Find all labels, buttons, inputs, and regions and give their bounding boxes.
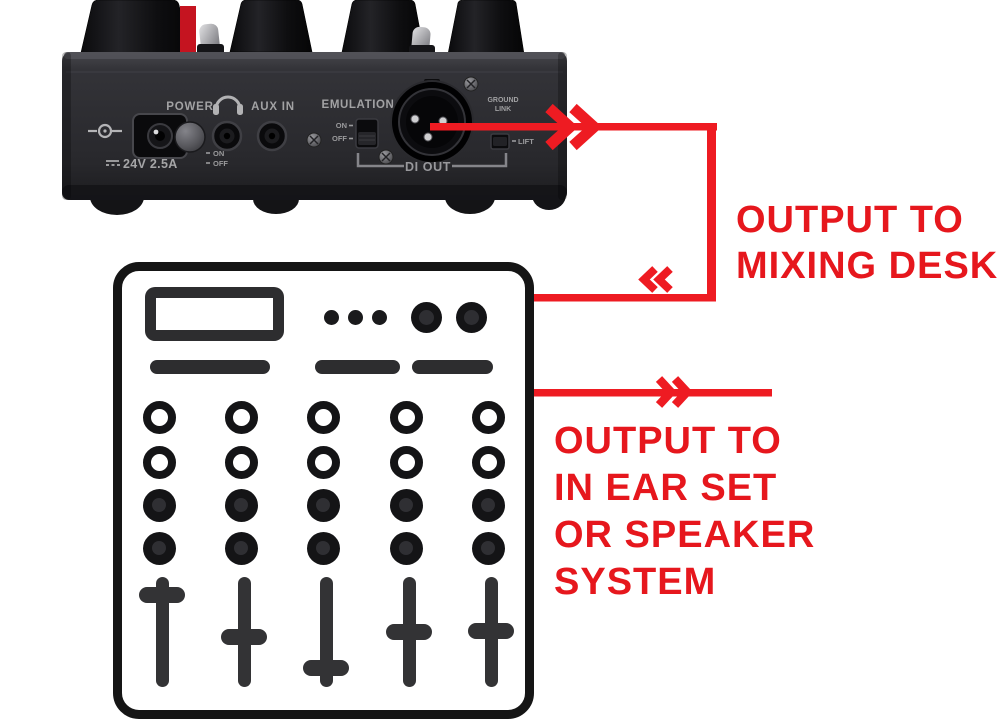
mixer-section-bar (412, 360, 493, 374)
mixer-indicator-dot (348, 310, 363, 325)
mixing-desk-illustration (113, 262, 534, 719)
lift-label: LIFT (518, 137, 534, 146)
chevron-right-icon (655, 376, 693, 408)
mixer-indicator-dot (372, 310, 387, 325)
screw-icon (463, 76, 479, 92)
ground-link-label-line2: LINK (495, 106, 511, 113)
mixer-fader-track (155, 577, 169, 687)
mixer-channel-knob-solid (389, 531, 423, 565)
mixer-fader-handle (303, 659, 349, 676)
mixer-channel-knob-ring (306, 400, 340, 434)
mixer-channel-knob-solid (142, 531, 176, 565)
label-line: IN EAR SET (554, 467, 778, 509)
knob-3 (340, 0, 426, 58)
mixer-channel-knob-ring (471, 445, 505, 479)
label-line: OR SPEAKER (554, 514, 816, 556)
power-off-label: OFF (213, 159, 228, 168)
mixer-fader-track (319, 577, 333, 687)
mixer-channel-knob-ring (389, 400, 423, 434)
knob-2 (229, 0, 313, 53)
emulation-switch (355, 118, 379, 149)
headphone-jack (211, 120, 243, 152)
dc-power-icon (88, 123, 122, 139)
ground-lift-switch (490, 133, 510, 150)
mixer-channel-knob-solid (306, 488, 340, 522)
di-out-bracket (356, 153, 508, 168)
power-rating-label: 24V 2.5A (123, 157, 178, 171)
mixer-fader-handle (221, 628, 267, 645)
mixer-channel-knob-ring (389, 445, 423, 479)
mixer-section-bar (150, 360, 270, 374)
chevron-left-icon (638, 266, 673, 293)
mixer-section-bar (315, 360, 400, 374)
knob-1 (79, 0, 192, 58)
mixer-channel-knob-ring (224, 445, 258, 479)
mixer-channel-knob-solid (224, 488, 258, 522)
emulation-off-label: OFF (332, 134, 347, 143)
route-to-mixing-desk (430, 123, 717, 302)
output-to-mixing-desk-label: OUTPUT TO MIXING DESK (736, 197, 998, 289)
xlr-di-out-connector (390, 79, 474, 164)
headphones-icon (213, 95, 243, 115)
route-to-speakers (534, 389, 772, 397)
mixer-channel-knob-ring (471, 400, 505, 434)
mixer-channel-knob-solid (224, 531, 258, 565)
mixer-channel-knob-solid (471, 531, 505, 565)
mixer-indicator-dot (324, 310, 339, 325)
mixer-channel-knob-solid (389, 488, 423, 522)
mixer-channel-knob-solid (142, 488, 176, 522)
di-out-label: DI OUT (405, 160, 451, 174)
mixer-channel-knob-ring (142, 400, 176, 434)
mixer-master-knob (456, 302, 487, 333)
knob-4 (447, 0, 525, 55)
emulation-label: EMULATION (322, 99, 395, 111)
mixer-channel-knob-solid (471, 488, 505, 522)
mixer-channel-knob-ring (306, 445, 340, 479)
label-line: MIXING DESK (736, 245, 999, 287)
mixer-channel-knob-ring (224, 400, 258, 434)
arrow-right-icon (545, 103, 603, 151)
mixer-fader-handle (139, 587, 185, 604)
screw-icon (306, 132, 322, 148)
label-line: OUTPUT TO (736, 199, 964, 241)
pedal-rear-panel: 24V 2.5A POWER ON OFF AUX IN (62, 0, 567, 215)
power-label: POWER (166, 101, 213, 113)
mixer-display (145, 287, 284, 341)
pedal-knobs (79, 0, 525, 58)
power-on-label: ON (213, 149, 224, 158)
power-button (174, 121, 206, 153)
mixer-master-knob (411, 302, 442, 333)
red-top-panel-sliver (180, 6, 196, 54)
dc-symbol-icon (106, 160, 120, 166)
ground-link-label-line1: GROUND (487, 97, 518, 104)
emulation-on-label: ON (336, 121, 347, 130)
aux-in-label: AUX IN (251, 101, 295, 113)
label-line: SYSTEM (554, 561, 717, 603)
output-to-speaker-label: OUTPUT TO IN EAR SET OR SPEAKER SYSTEM (554, 418, 815, 606)
mixer-channel-knob-ring (142, 445, 176, 479)
mixer-channel-knob-solid (306, 531, 340, 565)
mixer-fader-handle (468, 623, 514, 640)
label-line: OUTPUT TO (554, 420, 782, 462)
mixer-fader-handle (386, 624, 432, 640)
screw-icon (378, 149, 394, 165)
aux-in-jack (256, 120, 288, 152)
dc-power-jack (132, 113, 188, 159)
